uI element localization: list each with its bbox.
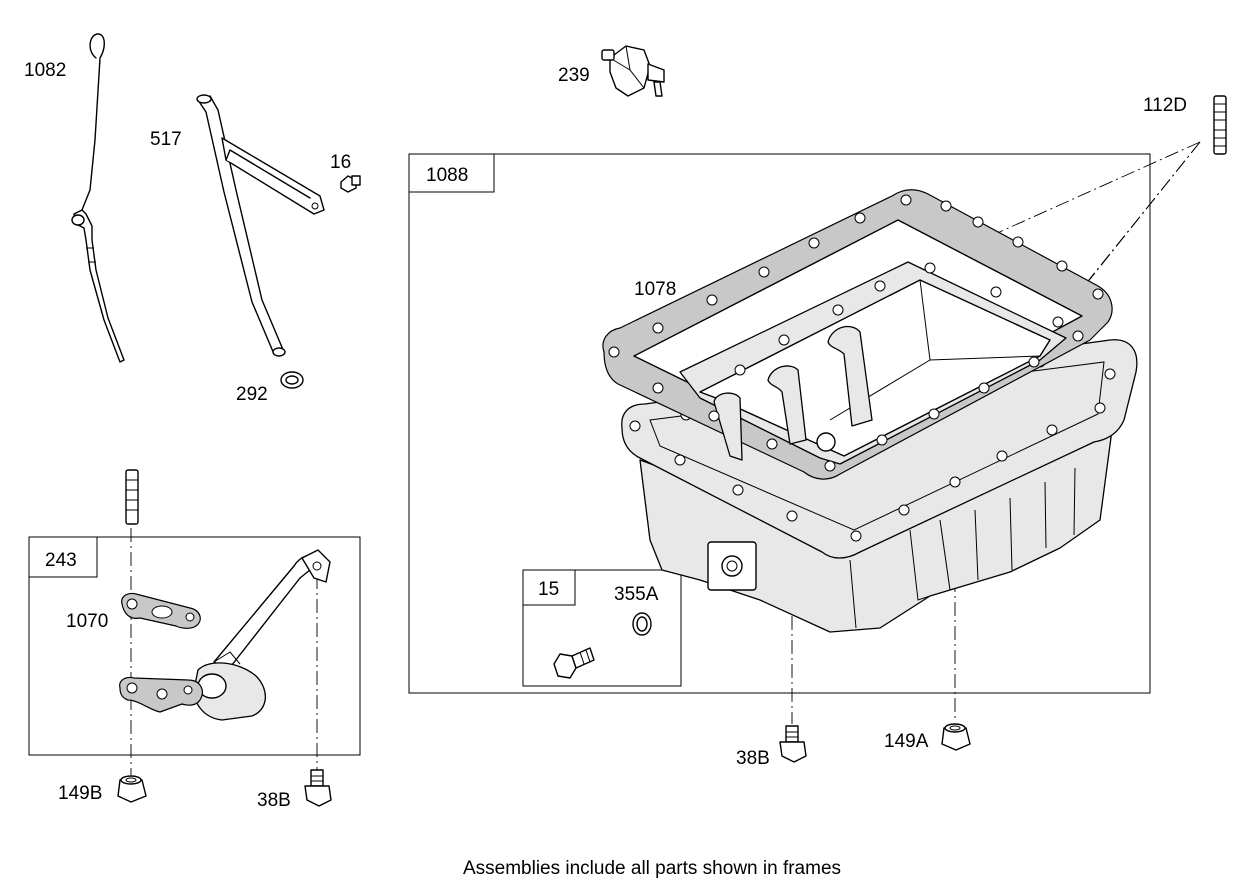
bolt-38B-pan: 38B [736, 725, 807, 769]
label-292: 292 [236, 384, 268, 405]
label-243: 243 [45, 550, 77, 571]
label-1088: 1088 [426, 165, 468, 186]
dipstick-1082: 1082 [24, 33, 125, 363]
gasket-holes [608, 194, 1104, 472]
dipstick-tube-517: 517 [150, 94, 325, 357]
drain-plug-15 [553, 647, 595, 679]
nut-149B: 149B [58, 775, 147, 804]
label-149B: 149B [58, 783, 102, 804]
washer-355A: 355A [614, 584, 659, 636]
label-15: 15 [538, 579, 559, 600]
nut-149A: 149A [884, 723, 971, 752]
oring-292: 292 [236, 371, 304, 405]
label-38B-left: 38B [257, 790, 291, 811]
label-1082: 1082 [24, 60, 66, 81]
label-16: 16 [330, 152, 351, 173]
label-38B-pan: 38B [736, 748, 770, 769]
screw-16: 16 [330, 152, 361, 193]
bolt-38B-left: 38B [257, 769, 332, 811]
oil-pickup-243: 1070 [66, 469, 331, 721]
frame-15: 15 [522, 569, 682, 687]
label-1078: 1078 [634, 279, 676, 300]
label-239: 239 [558, 65, 590, 86]
gasket-1078: 1078 [602, 189, 1113, 480]
label-517: 517 [150, 129, 182, 150]
label-1070: 1070 [66, 611, 108, 632]
label-355A: 355A [614, 584, 659, 605]
oil-sensor-239: 239 [558, 45, 665, 97]
label-149A: 149A [884, 731, 929, 752]
frame-1088: 1088 [408, 153, 1151, 694]
frame-243: 243 [28, 536, 361, 756]
stud-112D: 112D [1143, 95, 1227, 155]
footer-note: Assemblies include all parts shown in fr… [462, 858, 842, 879]
label-112D: 112D [1143, 95, 1187, 116]
